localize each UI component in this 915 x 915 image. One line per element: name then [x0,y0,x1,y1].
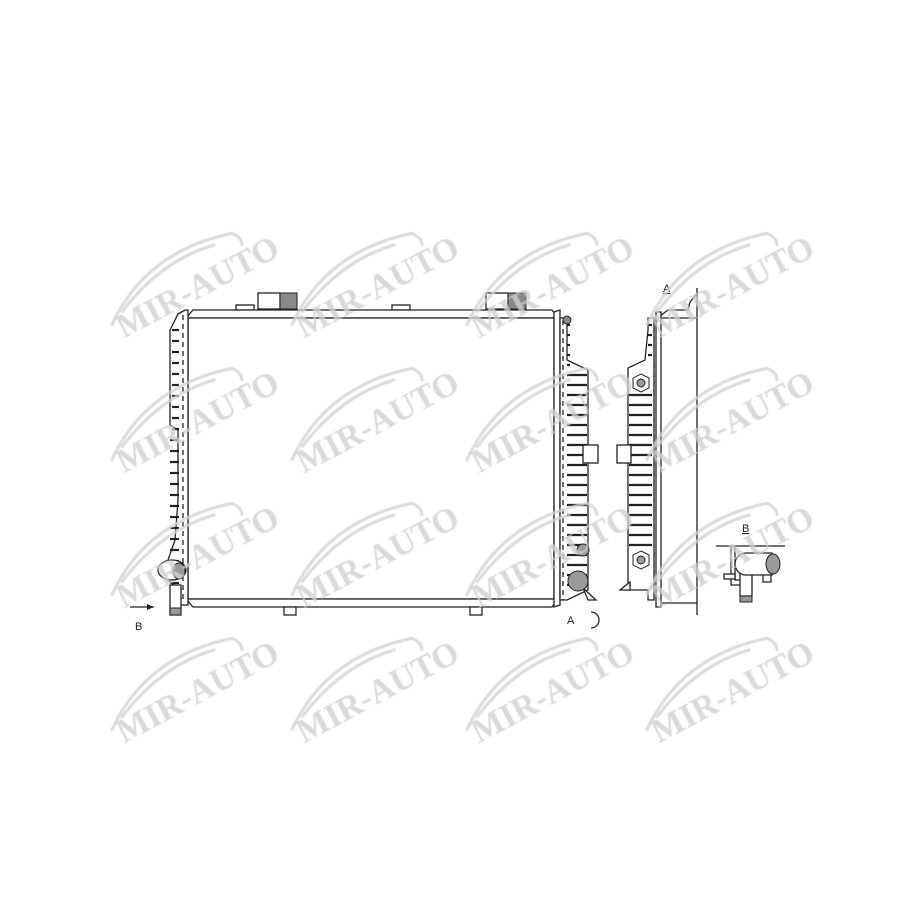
side-top-tank [659,294,697,317]
detail-b: B [716,523,785,603]
top-cap-left-grill [279,292,298,310]
top-tab [391,304,411,311]
side-frame [655,311,662,608]
radiator-front-view: B A [130,292,600,633]
view-b-marker: B [135,621,142,633]
drain-plug [576,543,590,557]
top-cap-right-grill [507,292,527,310]
side-foot [618,580,631,591]
nut-top [632,373,650,393]
detail-b-inlet [765,553,781,575]
side-view-title: A [663,283,671,295]
detail-b-title: B [742,523,749,535]
outlet-bracket [582,587,598,601]
top-cap-right [485,292,509,310]
left-inlet-opening [172,562,186,580]
right-bracket [582,444,599,464]
detail-b-tab [723,573,736,580]
top-cap-left [257,292,281,310]
left-outlet-end [169,607,182,616]
bottom-tab [469,606,483,616]
bottom-tab [283,606,297,616]
top-tab [235,304,255,311]
side-view-a: A [616,283,698,615]
view-a-arrow [590,611,600,629]
bottom-tank [184,598,560,608]
top-tank [184,309,560,319]
bleed-screw [562,315,572,325]
right-tank-edge [553,309,561,608]
view-b-arrowhead [147,604,154,610]
right-outlet [567,570,589,592]
nut-bottom [632,550,650,570]
view-a-marker: A [567,615,575,627]
detail-b-pipe-end [739,595,753,603]
radiator-core [187,317,555,600]
side-bracket [616,444,632,464]
